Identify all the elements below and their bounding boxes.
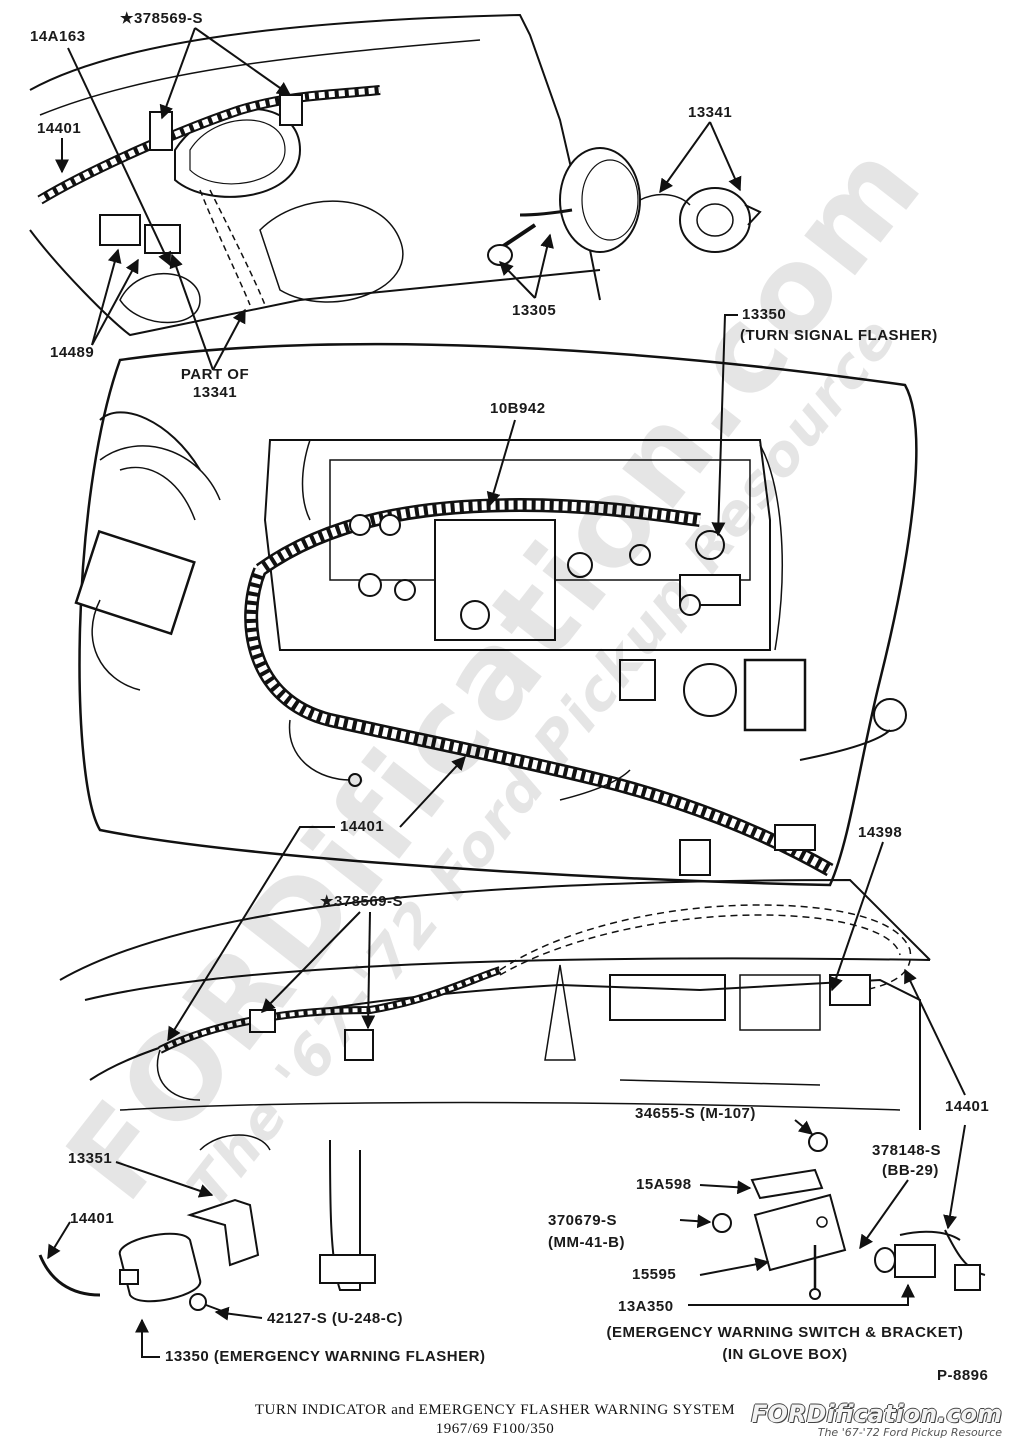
label-378569-mid: ★378569-S <box>320 893 404 910</box>
figure-id: P-8896 <box>937 1367 989 1384</box>
label-15595: 15595 <box>632 1266 677 1283</box>
logo-tagline: The '67-'72 Ford Pickup Resource <box>817 1426 1002 1439</box>
label-part-of: PART OF <box>180 366 250 383</box>
label-378148-s: 378148-S <box>872 1142 942 1159</box>
label-part-of-number: 13341 <box>192 384 238 401</box>
label-14489: 14489 <box>50 344 95 361</box>
label-15a598: 15A598 <box>636 1176 692 1193</box>
leader-lines <box>47 27 966 1358</box>
label-13350-emergency: 13350 (EMERGENCY WARNING FLASHER) <box>165 1348 486 1365</box>
caption-subtitle: 1967/69 F100/350 <box>435 1421 555 1437</box>
label-14401-mid: 14401 <box>340 818 385 835</box>
logo-text: FORDification.com <box>751 1400 1002 1428</box>
label-14a163: 14A163 <box>30 28 86 45</box>
site-logo: FORDification.com The '67-'72 Ford Picku… <box>751 1400 1002 1439</box>
top-dash-view <box>29 13 762 337</box>
label-370679-s: 370679-S <box>548 1212 618 1229</box>
label-switch-bracket: (EMERGENCY WARNING SWITCH & BRACKET) <box>606 1324 964 1341</box>
label-10b942: 10B942 <box>490 400 546 417</box>
label-turn-signal-flasher: (TURN SIGNAL FLASHER) <box>740 327 938 344</box>
label-13350-turn: 13350 <box>742 306 787 323</box>
caption-title: TURN INDICATOR and EMERGENCY FLASHER WAR… <box>254 1402 736 1418</box>
label-14401-left: 14401 <box>70 1210 115 1227</box>
label-14398: 14398 <box>858 824 903 841</box>
label-14401-right: 14401 <box>945 1098 990 1115</box>
middle-cluster-view <box>74 342 918 887</box>
label-42127-s: 42127-S (U-248-C) <box>267 1310 404 1327</box>
label-bb-29: (BB-29) <box>882 1162 939 1179</box>
label-in-glove-box: (IN GLOVE BOX) <box>722 1346 848 1363</box>
label-13305: 13305 <box>512 302 557 319</box>
label-13351: 13351 <box>68 1150 113 1167</box>
label-378569-top: ★378569-S <box>120 10 204 27</box>
label-mm-41-b: (MM-41-B) <box>548 1234 625 1251</box>
label-14401-top: 14401 <box>37 120 82 137</box>
label-13341-top: 13341 <box>688 104 733 121</box>
label-34655-s: 34655-S (M-107) <box>635 1105 756 1122</box>
label-13a350: 13A350 <box>618 1298 674 1315</box>
